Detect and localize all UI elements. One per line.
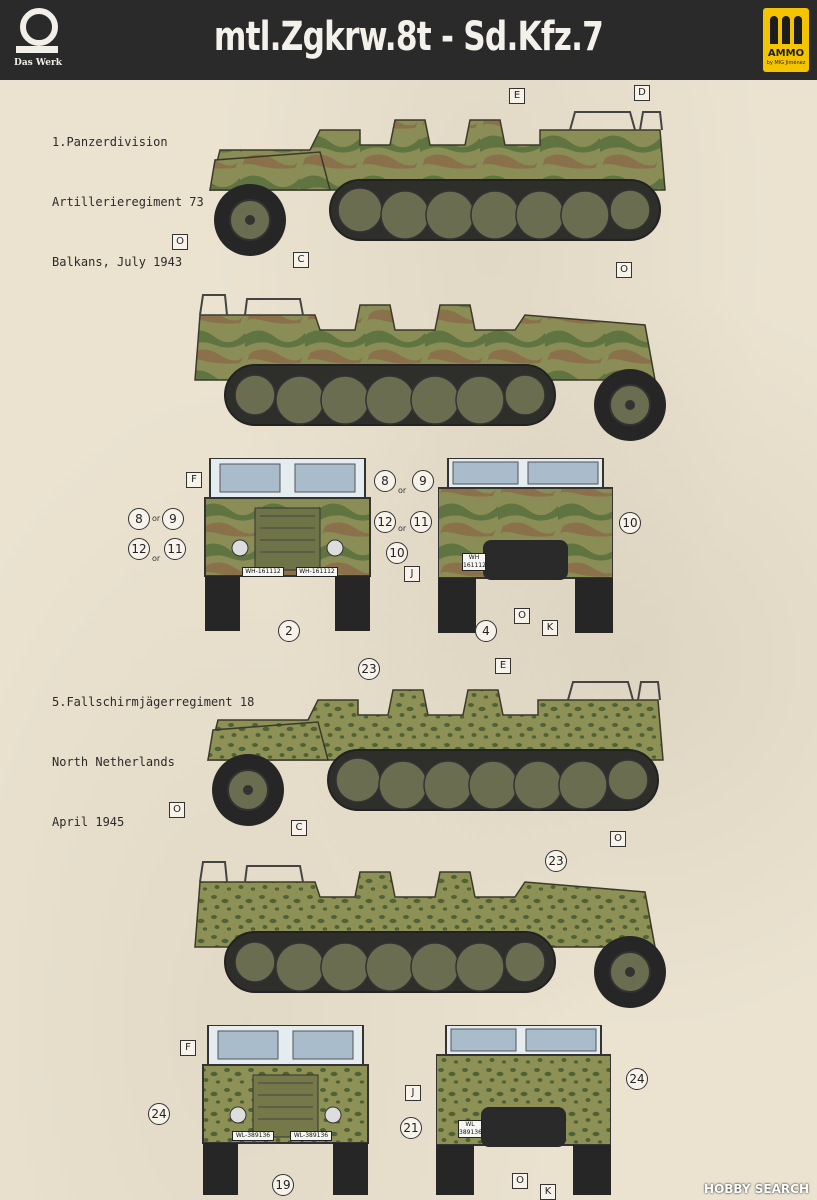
label-10: 10 [386, 542, 408, 564]
scheme2-region: North Netherlands [52, 755, 175, 769]
label-e: E [495, 658, 511, 674]
watermark: HOBBY SEARCH [704, 1182, 809, 1196]
front-plate-left: WL-389136 [232, 1131, 274, 1141]
scheme2-rear-view [436, 1025, 611, 1195]
label-23: 23 [545, 850, 567, 872]
scheme2-unit: 5.Fallschirmjägerregiment 18 [52, 695, 255, 709]
header-bar: Das Werk mtl.Zgkrw.8t - Sd.Kfz.7 AMMO by… [0, 0, 817, 80]
label-9: 9 [412, 470, 434, 492]
scheme1-caption: 1.Panzerdivision Artillerieregiment 73 B… [52, 92, 204, 312]
label-11: 11 [164, 538, 186, 560]
label-f: F [186, 472, 202, 488]
front-plate-left: WH-161112 [242, 567, 284, 577]
scheme1-front-view [204, 458, 371, 631]
label-24: 24 [626, 1068, 648, 1090]
label-o: O [172, 234, 188, 250]
ammo-logo: AMMO by MIG Jiménez [763, 8, 809, 72]
label-o: O [610, 831, 626, 847]
label-24: 24 [148, 1103, 170, 1125]
page-title: mtl.Zgkrw.8t - Sd.Kfz.7 [213, 14, 604, 60]
scheme1-side-left-view [209, 111, 666, 256]
label-j: J [404, 566, 420, 582]
label-j: J [405, 1085, 421, 1101]
label-2: 2 [278, 620, 300, 642]
label-21: 21 [400, 1117, 422, 1139]
scheme1-rear-view [438, 458, 613, 633]
das-werk-logo: Das Werk [12, 6, 62, 74]
das-werk-logo-text: Das Werk [14, 58, 62, 68]
label-11: 11 [410, 511, 432, 533]
scheme1-side-right-view [194, 294, 666, 441]
rear-plate: WL 389136 [458, 1120, 482, 1138]
label-e: E [509, 88, 525, 104]
label-o: O [616, 262, 632, 278]
label-8: 8 [374, 470, 396, 492]
label-9: 9 [162, 508, 184, 530]
label-8: 8 [128, 508, 150, 530]
rear-plate: WH 161112 [462, 553, 486, 571]
label-23: 23 [358, 658, 380, 680]
scheme2-date: April 1945 [52, 815, 125, 829]
scheme2-caption: 5.Fallschirmjägerregiment 18 North Nethe… [52, 652, 254, 872]
label-10: 10 [619, 512, 641, 534]
scheme1-regiment: Artillerieregiment 73 [52, 195, 204, 209]
front-plate-right: WL-389136 [290, 1131, 332, 1141]
label-12: 12 [374, 511, 396, 533]
label-o: O [169, 802, 185, 818]
ammo-logo-subtext: by MIG Jiménez [766, 60, 806, 66]
label-c: C [291, 820, 307, 836]
scheme2-side-right-view [194, 861, 666, 1008]
scheme2-front-view [202, 1025, 369, 1195]
scheme1-unit: 1.Panzerdivision [52, 135, 168, 149]
scheme2-side-left-view [207, 681, 664, 826]
label-c: C [293, 252, 309, 268]
label-12: 12 [128, 538, 150, 560]
front-plate-right: WH-161112 [296, 567, 338, 577]
label-k: K [540, 1184, 556, 1200]
label-k: K [542, 620, 558, 636]
label-o: O [512, 1173, 528, 1189]
label-o: O [514, 608, 530, 624]
label-4: 4 [475, 620, 497, 642]
label-f: F [180, 1040, 196, 1056]
label-d: D [634, 85, 650, 101]
scheme1-location: Balkans, July 1943 [52, 255, 183, 269]
label-19: 19 [272, 1174, 294, 1196]
ammo-logo-text: AMMO [767, 48, 805, 59]
